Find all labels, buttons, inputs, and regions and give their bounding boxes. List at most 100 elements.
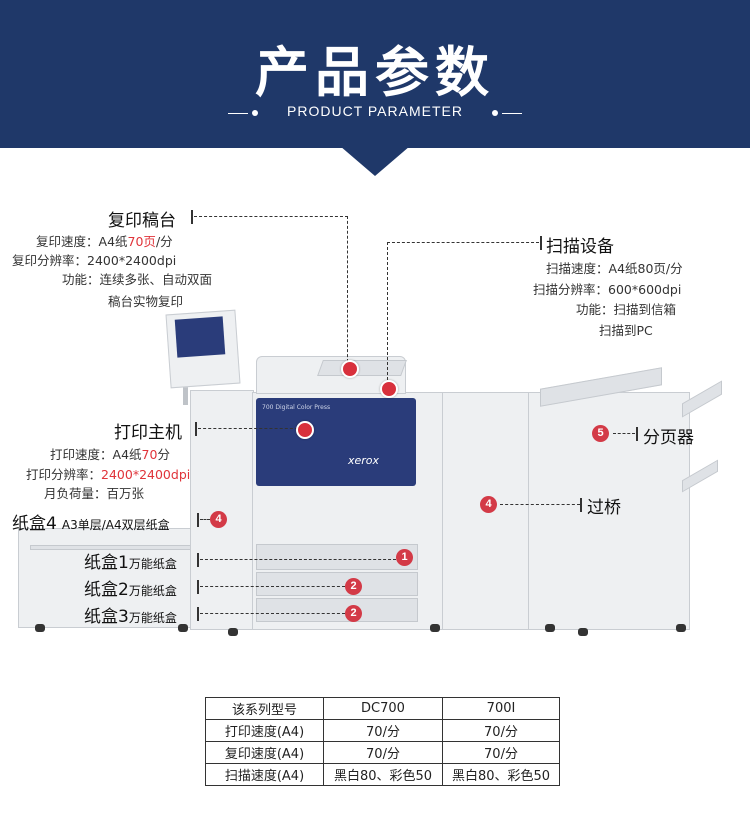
tray1-title: 纸盒1 — [84, 553, 129, 573]
bridge-leader — [500, 504, 580, 505]
finisher-leader — [613, 433, 635, 434]
tray3-label: 纸盒3万能纸盒 — [84, 602, 177, 627]
tray1-badge: 1 — [396, 549, 413, 566]
tray1-leader — [200, 559, 396, 560]
subtitle-line-left — [228, 113, 248, 114]
table-row: 该系列型号 DC700 700I — [205, 697, 560, 720]
tray2-label: 纸盒2万能纸盒 — [84, 575, 177, 600]
print-engine-tick — [195, 422, 197, 436]
scan-speed-line: 扫描速度：A4纸80页/分 — [546, 259, 683, 278]
print-speed-line: 打印速度：A4纸70分 — [50, 445, 170, 464]
scanner-tick — [540, 236, 542, 250]
tray1-desc: 万能纸盒 — [128, 557, 177, 571]
tray2-desc: 万能纸盒 — [128, 584, 177, 598]
bridge-unit — [442, 392, 530, 630]
document-feeder — [317, 360, 407, 376]
tray4-title: 纸盒4 — [12, 514, 57, 534]
copy-platform-leader-h — [194, 216, 348, 217]
copy-func-label: 功能： — [62, 272, 100, 287]
print-res-line: 打印分辨率：2400*2400dpi — [26, 465, 190, 484]
table-cell: 700I — [442, 697, 560, 720]
copy-platform-tick — [191, 210, 193, 224]
print-speed-label: 打印速度： — [50, 447, 113, 462]
wheel — [178, 624, 188, 632]
table-cell: 扫描速度(A4) — [205, 763, 324, 786]
copy-platform-specs: 复印速度：A4纸70页/分 — [28, 232, 228, 251]
scanner-leader-h — [387, 242, 539, 243]
tray2-leader — [200, 586, 345, 587]
table-cell: DC700 — [323, 697, 443, 720]
finisher-badge: 5 — [592, 425, 609, 442]
print-engine-marker — [296, 421, 314, 439]
copy-func-line: 功能：连续多张、自动双面 — [62, 270, 212, 289]
drawer-1 — [256, 544, 418, 570]
print-res-label: 打印分辨率： — [26, 467, 102, 482]
scan-func-1: 扫描到信箱 — [613, 302, 677, 317]
scan-res-value: 600*600dpi — [608, 282, 682, 297]
copy-res-label: 复印分辨率： — [12, 253, 88, 268]
bridge-tick — [580, 498, 582, 512]
subtitle-dot-right — [492, 110, 498, 116]
subtitle-dot-left — [252, 110, 258, 116]
copy-func-1: 连续多张、自动双面 — [99, 272, 213, 287]
copy-speed-post: /分 — [155, 234, 173, 249]
scanner-leader-v — [387, 242, 388, 380]
copy-platform-marker — [341, 360, 359, 378]
table-cell: 黑白80、彩色50 — [442, 763, 560, 786]
tray4-tick — [197, 513, 199, 527]
left-tower — [190, 390, 254, 630]
table-cell: 70/分 — [442, 719, 560, 742]
print-res-value: 2400*2400dpi — [101, 467, 191, 482]
drawer-2 — [256, 572, 418, 596]
scan-res-label: 扫描分辨率： — [533, 282, 609, 297]
page-subtitle: PRODUCT PARAMETER — [287, 103, 463, 119]
table-cell: 70/分 — [323, 741, 443, 764]
copy-func-2: 稿台实物复印 — [108, 294, 184, 309]
subtitle-line-right — [502, 113, 522, 114]
tray1-tick — [197, 553, 199, 567]
copy-res-line: 复印分辨率：2400*2400dpi — [12, 251, 176, 270]
print-speed-post: 分 — [157, 447, 170, 462]
large-capacity-tray-unit — [18, 528, 200, 628]
wheel — [676, 624, 686, 632]
table-cell: 复印速度(A4) — [205, 741, 324, 764]
tray2-tick — [197, 580, 199, 594]
scan-speed-value: A4纸80页/分 — [608, 261, 683, 276]
drawer-3 — [256, 598, 418, 622]
wheel — [35, 624, 45, 632]
brand-logo: xerox — [348, 454, 380, 467]
tray3-title: 纸盒3 — [84, 607, 129, 627]
finisher-tick — [636, 427, 638, 441]
tray3-desc: 万能纸盒 — [128, 611, 177, 625]
print-speed-pre: A4纸 — [112, 447, 142, 462]
bridge-badge: 4 — [480, 496, 497, 513]
table-row: 打印速度(A4) 70/分 70/分 — [205, 719, 560, 742]
scan-res-line: 扫描分辨率：600*600dpi — [533, 280, 681, 299]
control-panel-screen — [174, 316, 226, 358]
finisher-title: 分页器 — [643, 428, 694, 448]
bridge-title: 过桥 — [587, 498, 621, 518]
tray3-tick — [197, 607, 199, 621]
table-row: 复印速度(A4) 70/分 70/分 — [205, 741, 560, 764]
print-duty-value: 百万张 — [106, 486, 145, 501]
copy-platform-leader-v — [347, 216, 348, 362]
table-cell: 打印速度(A4) — [205, 719, 324, 742]
print-speed-value: 70 — [141, 447, 158, 462]
print-duty-label: 月负荷量： — [44, 486, 107, 501]
wheel — [578, 628, 588, 636]
scanner-title: 扫描设备 — [546, 237, 614, 257]
scan-speed-label: 扫描速度： — [546, 261, 609, 276]
copy-platform-title: 复印稿台 — [108, 211, 176, 231]
tray2-badge: 2 — [345, 578, 362, 595]
header-banner — [0, 0, 750, 148]
scan-func-label: 功能： — [576, 302, 614, 317]
print-duty-line: 月负荷量：百万张 — [44, 484, 144, 503]
finisher-unit — [528, 392, 690, 630]
output-tray-1 — [682, 380, 722, 418]
tray4-label: 纸盒4 A3单层/A4双层纸盒 — [12, 509, 170, 534]
wheel — [228, 628, 238, 636]
copy-speed-value: 70页 — [127, 234, 156, 249]
table-cell: 70/分 — [442, 741, 560, 764]
copy-speed-label: 复印速度： — [36, 234, 99, 249]
table-cell: 70/分 — [323, 719, 443, 742]
